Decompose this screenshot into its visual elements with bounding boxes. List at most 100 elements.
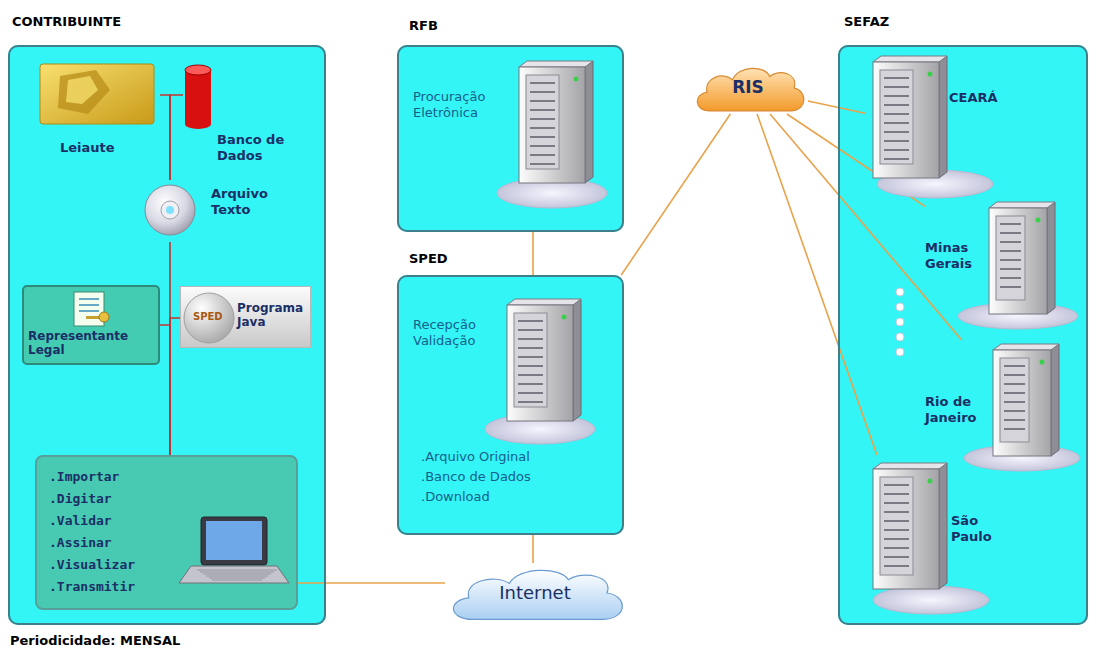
list-item: .Visualizar	[49, 557, 135, 573]
drive-slot	[884, 484, 909, 486]
status-led	[1036, 218, 1041, 223]
drive-slot	[1004, 392, 1025, 394]
cloud-label: RIS	[692, 77, 804, 97]
drive-slot	[530, 109, 555, 111]
server-body	[519, 67, 585, 183]
panel-ground	[397, 45, 624, 232]
drive-slot	[1004, 383, 1025, 385]
layout-fold	[66, 76, 98, 104]
page-line	[79, 310, 99, 312]
drive-slot	[884, 520, 909, 522]
drive-slot	[1004, 419, 1025, 421]
drive-slot	[518, 347, 543, 349]
key-row	[209, 578, 265, 579]
server-label: Minas Gerais	[925, 240, 987, 271]
node-icon	[865, 455, 1025, 620]
key-head	[99, 312, 109, 322]
icon-label: Banco de Dados	[217, 132, 305, 163]
status-led	[574, 77, 579, 82]
status-led	[928, 479, 933, 484]
layout-figure	[58, 70, 110, 114]
key-row	[206, 576, 268, 577]
server-side	[573, 299, 581, 421]
server-side	[1051, 344, 1059, 456]
box-label: Programa Java	[237, 301, 307, 330]
list-item: .Download	[421, 489, 490, 505]
key-shaft	[86, 316, 100, 319]
server-icon	[993, 344, 1059, 456]
server-icon	[519, 61, 593, 183]
drive-slot	[518, 392, 543, 394]
drive-slot	[1000, 259, 1021, 261]
server-panel	[1000, 358, 1029, 442]
dot	[896, 333, 904, 341]
drive-slot	[884, 493, 909, 495]
drive-slot	[884, 122, 909, 124]
state-panel: SEFAZCEARÁMinas GeraisRio de JaneiroSão …	[838, 45, 1088, 625]
drive-slot	[518, 365, 543, 367]
database-icon: Banco de Dados	[183, 62, 309, 168]
drive-slot	[530, 91, 555, 93]
state-server: CEARÁ	[865, 52, 1015, 202]
icon-label: Arquivo Texto	[211, 186, 303, 217]
state-server: São Paulo	[865, 455, 1025, 620]
connector-line	[170, 318, 180, 455]
list-item: .Arquivo Original	[421, 449, 530, 465]
ellipsis-dots	[896, 288, 904, 356]
cylinder-body	[185, 70, 211, 124]
dot	[896, 348, 904, 356]
server-label: Procuração Eletrônica	[413, 89, 517, 120]
server-body	[507, 305, 573, 421]
drive-slot	[884, 529, 909, 531]
status-led	[928, 72, 933, 77]
dot	[896, 288, 904, 296]
drive-slot	[530, 145, 555, 147]
cylinder-top	[185, 65, 211, 75]
drive-slot	[518, 320, 543, 322]
network-cloud: Internet	[445, 563, 629, 623]
sped-sphere	[184, 293, 234, 343]
panel-ground	[838, 45, 1088, 625]
drive-slot	[518, 383, 543, 385]
key-row	[203, 574, 271, 575]
drive-slot	[1004, 374, 1025, 376]
drive-slot	[1004, 428, 1025, 430]
panel-heading: SEFAZ	[844, 14, 889, 30]
disc	[145, 185, 195, 235]
icon-label: Leiaute	[60, 140, 115, 156]
panel-heading: CONTRIBUINTE	[12, 14, 121, 30]
list-item: .Transmitir	[49, 579, 135, 595]
laptop-screen	[206, 521, 262, 560]
layout-sheet	[40, 64, 154, 124]
drive-slot	[884, 104, 909, 106]
server-label: CEARÁ	[949, 90, 998, 106]
drive-slot	[518, 356, 543, 358]
drive-slot	[884, 86, 909, 88]
drive-slot	[530, 127, 555, 129]
drive-slot	[530, 136, 555, 138]
drive-slot	[884, 538, 909, 540]
node-icon	[865, 52, 1015, 202]
drive-slot	[1000, 277, 1021, 279]
drive-slot	[1000, 232, 1021, 234]
key-row	[212, 580, 262, 581]
workstation-box: .Importar.Digitar.Validar.Assinar.Visual…	[35, 455, 298, 610]
list-item: .Banco de Dados	[421, 469, 531, 485]
drive-slot	[1000, 286, 1021, 288]
page-line	[79, 304, 99, 306]
cloud-label: Internet	[445, 582, 625, 604]
drive-slot	[530, 100, 555, 102]
drive-slot	[884, 95, 909, 97]
sped-panel: SPEDRecepção Validação.Arquivo Original.…	[397, 275, 624, 535]
server-side	[1047, 202, 1055, 314]
cylinder-bottom	[185, 119, 211, 129]
server-panel	[880, 477, 913, 575]
panel-ground	[8, 45, 326, 625]
server-panel	[526, 75, 559, 169]
connector-line	[298, 582, 445, 584]
drive-slot	[884, 556, 909, 558]
network-cloud: RIS	[692, 62, 808, 114]
server-panel	[880, 70, 913, 164]
key-row	[197, 570, 277, 571]
server-top	[519, 61, 593, 67]
